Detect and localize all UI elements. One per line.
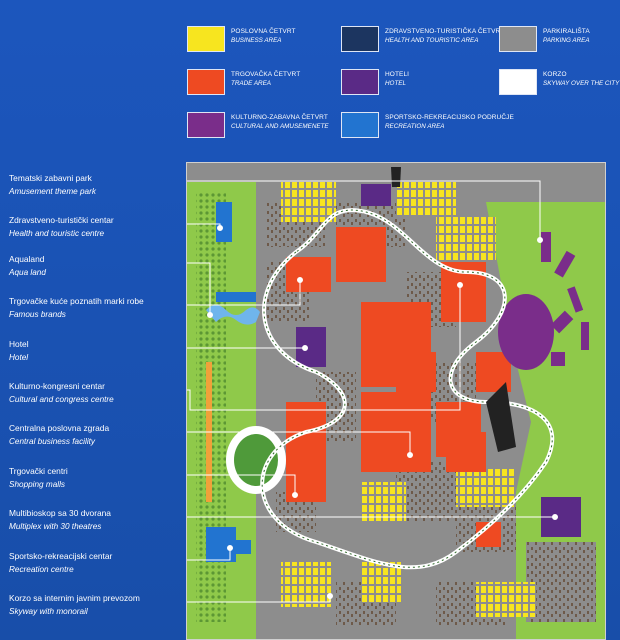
business-block bbox=[361, 482, 406, 522]
callout-label: Trgovački centri bbox=[9, 466, 68, 476]
legend-label: KULTURNO-ZABAVNA ČETVRT bbox=[231, 114, 328, 121]
business-block bbox=[281, 182, 336, 222]
callout-label: Aqualand bbox=[9, 254, 45, 264]
legend-label-en: RECREATION AREA bbox=[385, 123, 445, 130]
callout-skyway: Korzo sa internim javnim prevozom Skyway… bbox=[9, 593, 140, 617]
legend-label-en: CULTURAL AND AMUSEMENETE bbox=[231, 123, 329, 130]
amusement-park-shapes bbox=[541, 232, 589, 366]
legend-label-en: BUSINESS AREA bbox=[231, 37, 282, 44]
legend-swatch-trade bbox=[187, 69, 225, 95]
callout-label-en: Health and touristic centre bbox=[9, 229, 105, 238]
trade-block bbox=[361, 392, 431, 472]
callout-label: Multibioskop sa 30 dvorana bbox=[9, 508, 111, 518]
recreation-centre bbox=[231, 540, 251, 554]
trade-block bbox=[286, 402, 326, 502]
callout-label: Kulturno-kongresni centar bbox=[9, 381, 105, 391]
trade-block bbox=[336, 227, 386, 282]
callout-label: Tematski zabavni park bbox=[9, 173, 92, 183]
callout-famous-brands: Trgovačke kuće poznatih marki robe Famou… bbox=[9, 296, 144, 320]
legend-swatch-korzo bbox=[499, 69, 537, 95]
legend-label: POSLOVNA ČETVRT bbox=[231, 28, 296, 35]
site-plan-svg bbox=[186, 162, 606, 640]
callout-cultural-centre: Kulturno-kongresni centar Cultural and c… bbox=[9, 381, 114, 405]
tower-spire bbox=[486, 382, 516, 452]
callout-central-business: Centralna poslovna zgrada Central busine… bbox=[9, 423, 109, 447]
legend-swatch-recreation bbox=[341, 112, 379, 138]
orange-path bbox=[206, 362, 212, 502]
legend: POSLOVNA ČETVRT BUSINESS AREA ZDRAVSTVENO… bbox=[0, 0, 620, 150]
callout-aqualand: Aqualand Aqua land bbox=[9, 254, 46, 278]
callout-label-en: Skyway with monorail bbox=[9, 607, 88, 616]
callout-label-en: Famous brands bbox=[9, 310, 66, 319]
site-plan-map bbox=[186, 162, 606, 640]
trade-block bbox=[396, 352, 436, 392]
skyway-edge bbox=[261, 209, 553, 568]
callout-label-en: Central business facility bbox=[9, 437, 96, 446]
legend-label: TRGOVAČKA ČETVRT bbox=[231, 71, 301, 78]
recreation-block bbox=[216, 292, 256, 302]
stadium-field bbox=[234, 434, 278, 486]
hotel-block bbox=[296, 327, 326, 367]
parking-block bbox=[526, 542, 596, 622]
callout-health-centre: Zdravstveno-turistički centar Health and… bbox=[9, 215, 114, 239]
legend-item-parking: PARKIRALIŠTA PARKING AREA bbox=[499, 26, 590, 52]
legend-swatch-health bbox=[341, 26, 379, 52]
legend-label-en: PARKING AREA bbox=[543, 37, 590, 44]
legend-item-trade: TRGOVAČKA ČETVRT TRADE AREA bbox=[187, 69, 300, 95]
business-block bbox=[281, 562, 331, 607]
legend-label: KORZO bbox=[543, 71, 567, 78]
legend-item-recreation: SPORTSKO-REKREACIJSKO PODRUČJE RECREATION… bbox=[341, 112, 514, 138]
callout-multiplex: Multibioskop sa 30 dvorana Multiplex wit… bbox=[9, 508, 111, 532]
legend-label: PARKIRALIŠTA bbox=[543, 28, 590, 35]
legend-item-hotel: HOTELI HOTEL bbox=[341, 69, 409, 95]
tower-spire bbox=[391, 167, 401, 187]
legend-item-cultural: KULTURNO-ZABAVNA ČETVRT CULTURAL AND AMUS… bbox=[187, 112, 329, 138]
callout-label: Sportsko-rekreacijski centar bbox=[9, 551, 113, 561]
legend-swatch-business bbox=[187, 26, 225, 52]
legend-swatch-cultural bbox=[187, 112, 225, 138]
business-block bbox=[456, 467, 516, 507]
business-block bbox=[436, 217, 496, 262]
hotel-block bbox=[361, 184, 391, 206]
callout-hotel: Hotel Hotel bbox=[9, 339, 29, 363]
legend-swatch-hotel bbox=[341, 69, 379, 95]
legend-item-health: ZDRAVSTVENO-TURISTIČKA ČETVRT HEALTH AND … bbox=[341, 26, 504, 52]
callout-amusement-park: Tematski zabavni park Amusement theme pa… bbox=[9, 173, 96, 197]
callout-label-en: Recreation centre bbox=[9, 565, 74, 574]
callout-label-en: Cultural and congress centre bbox=[9, 395, 114, 404]
hotel-block bbox=[541, 497, 581, 537]
callout-label: Korzo sa internim javnim prevozom bbox=[9, 593, 140, 603]
trade-block bbox=[446, 432, 486, 472]
callout-label-en: Aqua land bbox=[9, 268, 46, 277]
callout-label: Trgovačke kuće poznatih marki robe bbox=[9, 296, 144, 306]
callout-label-en: Multiplex with 30 theatres bbox=[9, 522, 102, 531]
callout-label: Hotel bbox=[9, 339, 29, 349]
callout-recreation-centre: Sportsko-rekreacijski centar Recreation … bbox=[9, 551, 112, 575]
recreation-block bbox=[216, 202, 232, 242]
legend-swatch-parking bbox=[499, 26, 537, 52]
business-block bbox=[476, 582, 536, 617]
legend-label-en: TRADE AREA bbox=[231, 80, 272, 87]
callout-label-en: Amusement theme park bbox=[9, 187, 96, 196]
legend-item-business: POSLOVNA ČETVRT BUSINESS AREA bbox=[187, 26, 296, 52]
callout-label: Zdravstveno-turistički centar bbox=[9, 215, 114, 225]
legend-label-en: SKYWAY OVER THE CITY bbox=[543, 80, 620, 87]
business-block bbox=[396, 182, 456, 217]
callout-shopping-malls: Trgovački centri Shopping malls bbox=[9, 466, 68, 490]
legend-label-en: HEALTH AND TOURISTIC AREA bbox=[385, 37, 479, 44]
cultural-centre bbox=[498, 294, 554, 370]
callout-label: Centralna poslovna zgrada bbox=[9, 423, 110, 433]
legend-label-en: HOTEL bbox=[385, 80, 406, 87]
trade-block bbox=[286, 257, 331, 292]
callout-label-en: Shopping malls bbox=[9, 480, 65, 489]
legend-label: SPORTSKO-REKREACIJSKO PODRUČJE bbox=[385, 114, 514, 121]
legend-item-korzo: KORZO SKYWAY OVER THE CITY bbox=[499, 69, 619, 95]
legend-label: HOTELI bbox=[385, 71, 410, 78]
business-block bbox=[361, 562, 401, 602]
callout-label-en: Hotel bbox=[9, 353, 29, 362]
legend-label: ZDRAVSTVENO-TURISTIČKA ČETVRT bbox=[385, 28, 505, 35]
